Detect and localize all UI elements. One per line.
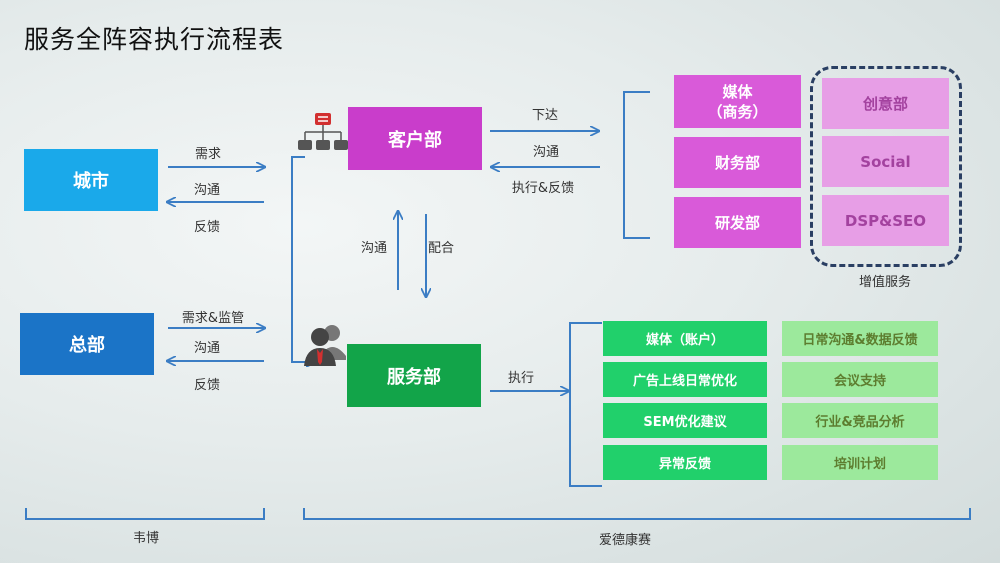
page-title: 服务全阵容执行流程表 [24, 25, 285, 54]
hq-label-communicate: 沟通 [193, 341, 221, 356]
service-dept-box: 服务部 [347, 344, 481, 407]
creative-dept-box: 创意部 [822, 78, 949, 129]
client-label-issue: 下达 [531, 108, 559, 123]
hq-label-feedback: 反馈 [193, 378, 221, 393]
media-account-box: 媒体（账户） [603, 321, 767, 356]
mid-label-cooperate: 配合 [427, 241, 455, 256]
bracket-bottom-right [303, 508, 971, 520]
city-label-feedback: 反馈 [193, 220, 221, 235]
client-label-execute-feedback: 执行&反馈 [511, 181, 575, 196]
client-dept-box: 客户部 [348, 107, 482, 170]
meeting-support-box: 会议支持 [782, 362, 938, 397]
value-added-group [810, 66, 962, 267]
hq-label-demand: 需求&监管 [181, 311, 245, 326]
exception-feedback-box: 异常反馈 [603, 445, 767, 480]
dsp-seo-box: DSP&SEO [822, 195, 949, 246]
bracket-magenta [623, 91, 650, 239]
city-label-communicate: 沟通 [193, 183, 221, 198]
sem-advice-box: SEM优化建议 [603, 403, 767, 438]
bottom-left-caption: 韦博 [132, 531, 160, 546]
org-chart-icon [297, 112, 349, 154]
mid-label-communicate: 沟通 [360, 241, 388, 256]
competitor-analysis-box: 行业&竞品分析 [782, 403, 938, 438]
daily-communication-box: 日常沟通&数据反馈 [782, 321, 938, 356]
hq-box: 总部 [20, 313, 154, 375]
media-business-box: 媒体 （商务） [674, 75, 801, 128]
finance-dept-box: 财务部 [674, 137, 801, 188]
bottom-right-caption: 爱德康赛 [598, 533, 652, 548]
client-label-communicate: 沟通 [532, 145, 560, 160]
bracket-bottom-left [25, 508, 265, 520]
bracket-client-service [291, 156, 314, 362]
ad-optimization-box: 广告上线日常优化 [603, 362, 767, 397]
value-added-caption: 增值服务 [858, 275, 912, 290]
city-label-demand: 需求 [194, 147, 222, 162]
rnd-dept-box: 研发部 [674, 197, 801, 248]
training-plan-box: 培训计划 [782, 445, 938, 480]
team-icon [302, 322, 350, 368]
social-box: Social [822, 136, 949, 187]
city-box: 城市 [24, 149, 158, 211]
bracket-green [569, 322, 602, 487]
service-label-execute: 执行 [507, 371, 535, 386]
